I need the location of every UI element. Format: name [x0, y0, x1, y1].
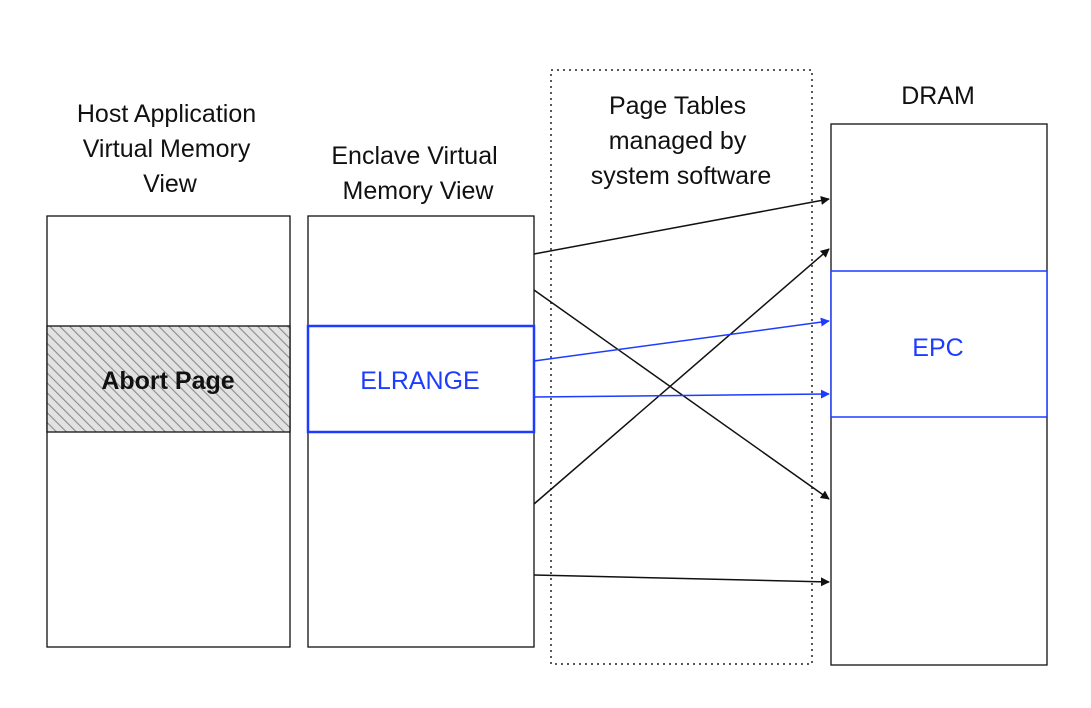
- arrow-top-to-dram-top: [533, 196, 830, 255]
- epc-label: EPC: [912, 334, 963, 362]
- arrow-bottom-to-dram-bottom: [533, 574, 830, 587]
- dram-column: [830, 123, 1048, 666]
- host-title: Host Application Virtual Memory View: [77, 100, 263, 198]
- mapping-arrows: [533, 196, 830, 587]
- elrange-region: [306, 324, 536, 434]
- arrow-elrange-to-epc-1: [533, 317, 830, 362]
- abort-page-label: Abort Page: [101, 367, 234, 395]
- abort-page-region: [46, 325, 291, 433]
- arrow-elrange-to-epc-2: [533, 389, 830, 399]
- enclave-memory-column: [306, 215, 536, 648]
- host-memory-column: [46, 215, 291, 648]
- epc-region: [830, 270, 1048, 418]
- arrow-top-to-dram-lower: [533, 289, 830, 500]
- dram-title: DRAM: [901, 82, 975, 110]
- page-tables-title: Page Tables managed by system software: [591, 92, 772, 190]
- page-tables-box: [550, 69, 813, 665]
- arrow-bottom-to-dram-upper: [533, 248, 830, 505]
- enclave-title: Enclave Virtual Memory View: [331, 142, 504, 205]
- elrange-label: ELRANGE: [360, 367, 479, 395]
